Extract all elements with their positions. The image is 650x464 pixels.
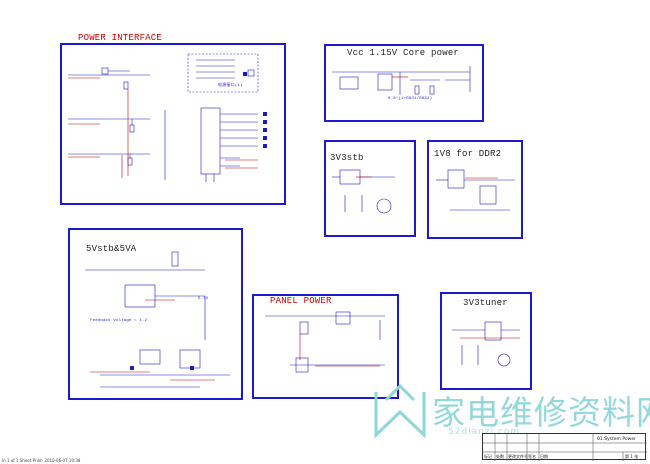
power-interface-title: POWER INTERFACE	[78, 33, 163, 43]
title-row-label-4: 日期	[540, 454, 548, 459]
print-footer: In 1 of 1 Sheet Print: 2010-06-07 10:38	[2, 458, 81, 463]
sheet-title: 01.System Power	[597, 437, 636, 442]
title-row-label-3: 签名	[528, 454, 536, 459]
title-row-label-0: 标记	[484, 454, 492, 459]
ddr2-block	[427, 140, 523, 239]
v3stb-block	[324, 140, 416, 237]
v5stb-rail-label: 5.1V	[198, 297, 209, 301]
title-block-grid	[483, 434, 647, 461]
v5stb-title: 5Vstb&5VA	[86, 244, 137, 254]
title-row-label-2: 更改文件号	[508, 454, 528, 459]
title-block: 01.System Power 标记 处数 更改文件号 签名 日期 第 1 张	[482, 433, 647, 461]
title-row-label-1: 处数	[496, 454, 504, 459]
vcc-core-note: 0.6*(1+R831/R832)	[388, 97, 433, 101]
watermark-url: 52dianzi.com	[448, 427, 521, 437]
page-number: 第 1 张	[625, 454, 639, 459]
watermark-text: 家电维修资料网	[432, 393, 650, 432]
v5stb-block	[68, 228, 243, 400]
v3tuner-title: 3V3tuner	[463, 298, 508, 308]
vcc-core-title: Vcc 1.15V Core power	[347, 48, 460, 58]
power-interface-note: 电源接口(1)	[218, 84, 243, 88]
v3tuner-block	[440, 292, 532, 390]
panel-power-title: PANEL POWER	[270, 296, 332, 306]
vcc-core-block	[324, 44, 484, 122]
panel-power-block	[252, 294, 399, 399]
ddr2-title: 1V8 for DDR2	[434, 149, 502, 159]
v3stb-title: 3V3stb	[330, 153, 364, 163]
v5stb-feedback-note: Feedback Voltage = 1.2	[90, 319, 148, 323]
